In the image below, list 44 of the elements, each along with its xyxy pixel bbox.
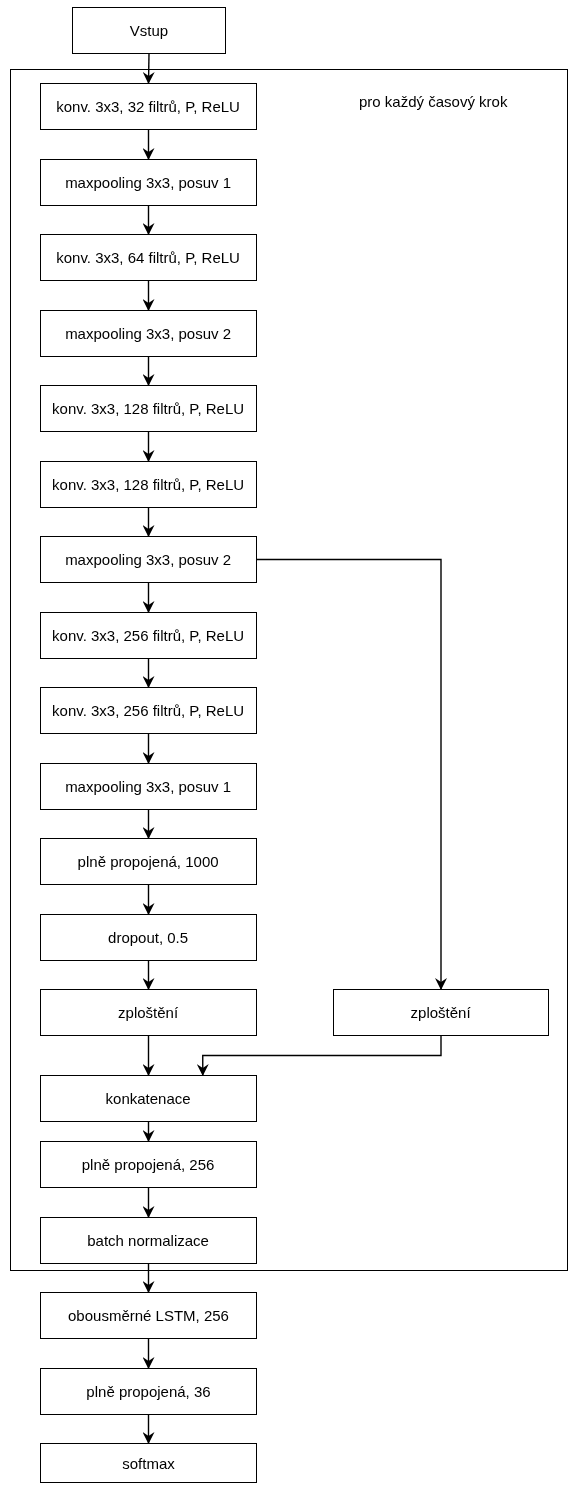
arrow <box>142 658 155 688</box>
arrow <box>142 1338 155 1369</box>
arrow <box>196 1035 442 1076</box>
arrow <box>142 205 155 235</box>
arrow <box>142 582 155 613</box>
arrow <box>142 1035 155 1076</box>
arrow <box>142 884 155 915</box>
layer-box: konv. 3x3, 256 filtrů, P, ReLU <box>39 686 257 734</box>
group-frame <box>10 69 568 1271</box>
layer-box: dropout, 0.5 <box>39 913 257 961</box>
arrow <box>142 1414 155 1444</box>
layer-box: plně propojená, 256 <box>39 1140 257 1188</box>
layer-box: konv. 3x3, 128 filtrů, P, ReLU <box>39 384 257 432</box>
arrow <box>142 356 155 386</box>
arrow <box>142 1187 155 1218</box>
layer-box: konv. 3x3, 128 filtrů, P, ReLU <box>39 460 257 508</box>
layer-box: konv. 3x3, 32 filtrů, P, ReLU <box>39 82 257 130</box>
layer-box: plně propojená, 1000 <box>39 837 257 885</box>
layer-box: batch normalizace <box>39 1216 257 1264</box>
layer-box: konv. 3x3, 256 filtrů, P, ReLU <box>39 611 257 659</box>
layer-box: konv. 3x3, 64 filtrů, P, ReLU <box>39 233 257 281</box>
arrow <box>142 960 155 990</box>
layer-box: maxpooling 3x3, posuv 1 <box>39 762 257 810</box>
layer-box: maxpooling 3x3, posuv 2 <box>39 535 257 583</box>
layer-box: zploštění <box>39 988 257 1036</box>
layer-box: zploštění <box>332 988 549 1036</box>
arrow <box>142 53 155 84</box>
arrow <box>142 809 155 839</box>
group-label: pro každý časový krok <box>359 92 508 111</box>
arrow <box>142 507 155 537</box>
layer-box: obousměrné LSTM, 256 <box>40 1292 257 1339</box>
arrow <box>256 558 447 990</box>
layer-box: plně propojená, 36 <box>40 1368 257 1415</box>
arrow <box>142 733 155 764</box>
layer-box: Vstup <box>72 7 226 54</box>
arrow <box>142 280 155 311</box>
arrow <box>142 1263 155 1293</box>
layer-box: konkatenace <box>39 1074 257 1122</box>
layer-box: softmax <box>40 1443 257 1483</box>
arrow <box>142 129 155 160</box>
arrow <box>142 1121 155 1142</box>
layer-box: maxpooling 3x3, posuv 1 <box>39 158 257 206</box>
layer-box: maxpooling 3x3, posuv 2 <box>39 309 257 357</box>
arrow <box>142 431 155 462</box>
